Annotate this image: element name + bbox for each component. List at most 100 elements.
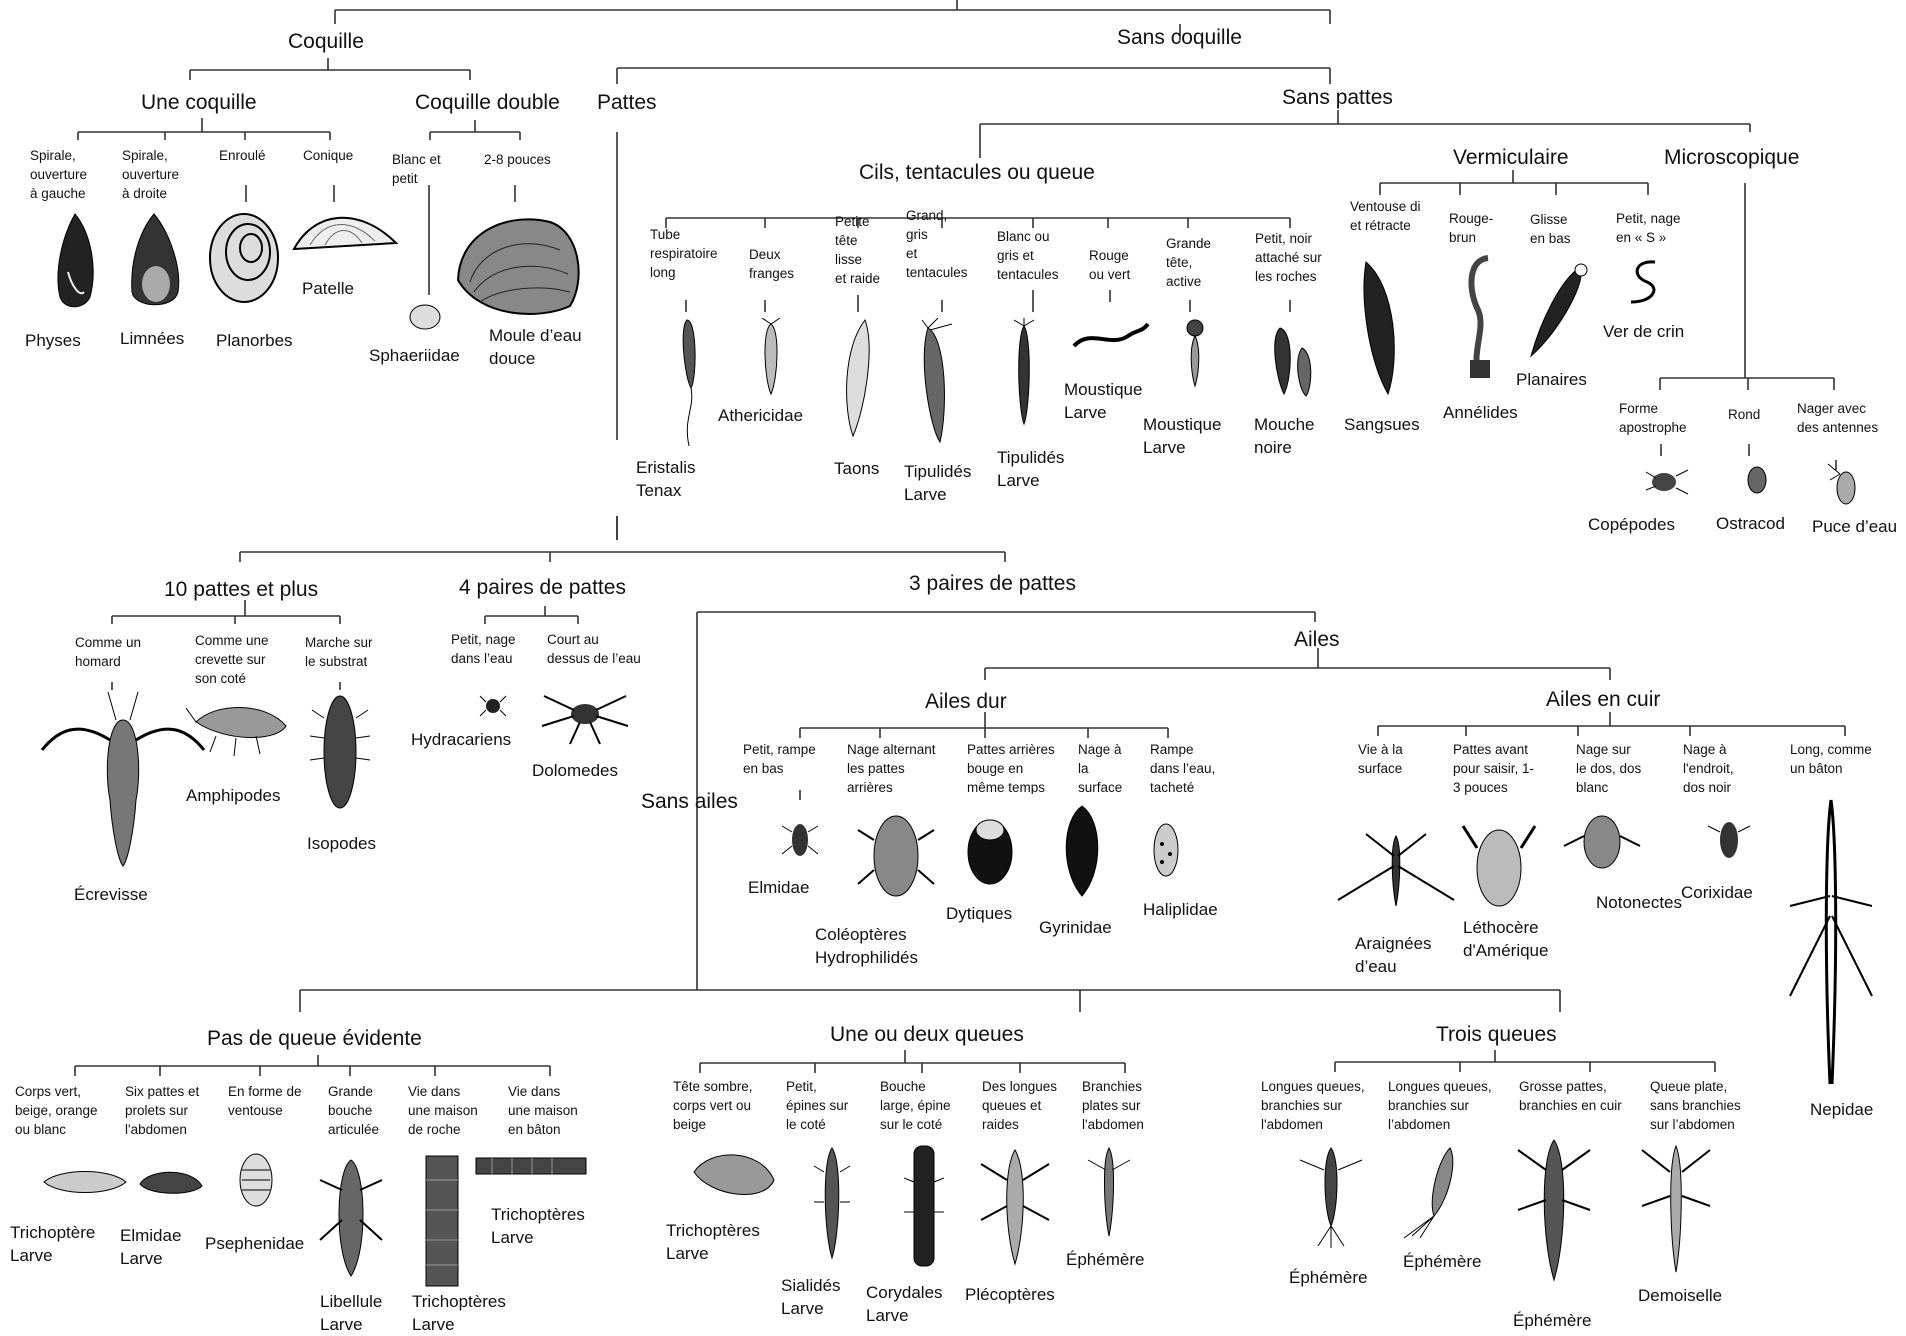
- desc-tube-respiratoire: Tube respiratoire long: [650, 225, 750, 282]
- desc-ventouse: Ventouse di et rétracte: [1350, 197, 1450, 235]
- desc-nage-alternant: Nage alternant les pattes arrières: [847, 740, 947, 794]
- name-athericidae: Athericidae: [718, 404, 803, 427]
- sphaeriidae-shell-illustration: [408, 302, 442, 332]
- corixidae-illustration: [1706, 812, 1752, 866]
- desc-longues-raides: Des longues queues et raides: [982, 1077, 1082, 1134]
- name-sialides: Sialidés Larve: [781, 1274, 841, 1320]
- name-araignees: Araignées d’eau: [1355, 932, 1432, 978]
- name-demoiselle: Demoiselle: [1638, 1284, 1722, 1307]
- name-trichopteres-roche: Trichoptères Larve: [412, 1290, 506, 1336]
- dytiques-illustration: [960, 808, 1020, 888]
- desc-pattes-avant: Pattes avant pour saisir, 1- 3 pouces: [1453, 740, 1553, 797]
- corydales-illustration: [904, 1142, 944, 1272]
- name-corixidae: Corixidae: [1681, 881, 1753, 904]
- desc-comme-crevette: Comme une crevette sur son coté: [195, 631, 295, 688]
- name-coleopteres: Coléoptères Hydrophilidés: [815, 923, 918, 969]
- name-moustique-larve-2: Moustique Larve: [1143, 413, 1221, 459]
- name-sphaeriidae: Sphaeriidae: [369, 344, 460, 367]
- trichoptere-larve-illustration: [40, 1162, 130, 1202]
- name-notonectes: Notonectes: [1596, 891, 1682, 914]
- name-libellule: Libellule Larve: [320, 1290, 382, 1336]
- desc-glisse: Glisse en bas: [1530, 210, 1630, 248]
- name-planaires: Planaires: [1516, 368, 1587, 391]
- desc-grand-gris: Grand, gris et tentacules: [906, 206, 1006, 282]
- name-trichoptere-larve: Trichoptère Larve: [10, 1221, 95, 1267]
- heading-ailes-dur: Ailes dur: [925, 690, 1007, 714]
- tipulides-2-illustration: [1010, 318, 1038, 428]
- desc-branchies-plates: Branchies plates sur l'abdomen: [1082, 1077, 1182, 1134]
- name-ver-crin: Ver de crin: [1603, 320, 1684, 343]
- patelle-shell-illustration: [290, 205, 400, 255]
- name-plecopteres: Plécoptères: [965, 1283, 1055, 1306]
- mouche-noire-illustration: [1268, 318, 1318, 398]
- isopodes-illustration: [310, 688, 370, 818]
- heading-sans-coquille: Sans coquille: [1117, 26, 1242, 50]
- ephemere-1-illustration: [1084, 1140, 1134, 1240]
- psephenidae-illustration: [236, 1150, 276, 1210]
- desc-nage-dos: Nage sur le dos, dos blanc: [1576, 740, 1676, 797]
- heading-sans-pattes: Sans pattes: [1282, 86, 1393, 110]
- trichopteres-roche-illustration: [412, 1150, 472, 1290]
- name-sangsues: Sangsues: [1344, 413, 1420, 436]
- name-hydracariens: Hydracariens: [411, 728, 511, 751]
- notonectes-illustration: [1562, 806, 1642, 876]
- name-gyrinidae: Gyrinidae: [1039, 916, 1112, 939]
- heading-microscopique: Microscopique: [1664, 146, 1799, 170]
- desc-spirale-droite: Spirale, ouverture à droite: [122, 146, 222, 203]
- name-ephemere-2: Éphémère: [1289, 1266, 1367, 1289]
- heading-quatre-paires: 4 paires de pattes: [459, 576, 626, 600]
- libellule-larve-illustration: [316, 1150, 386, 1280]
- heading-une-deux-queues: Une ou deux queues: [830, 1023, 1024, 1047]
- coleopteres-illustration: [856, 800, 936, 904]
- name-isopodes: Isopodes: [307, 832, 376, 855]
- desc-grande-tete: Grande tête, active: [1166, 234, 1266, 291]
- name-trichopteres-baton: Trichoptères Larve: [491, 1203, 585, 1249]
- planorbes-shell-illustration: [206, 208, 282, 308]
- name-tipulides-larve-2: Tipulidés Larve: [997, 446, 1064, 492]
- name-puce: Puce d’eau: [1812, 515, 1897, 538]
- haliplidae-illustration: [1148, 812, 1184, 882]
- elmidae-larve-illustration: [136, 1162, 206, 1202]
- desc-conique: Conique: [303, 146, 403, 165]
- ephemere-3-illustration: [1398, 1140, 1478, 1240]
- name-copepodes: Copépodes: [1588, 513, 1675, 536]
- sangsues-illustration: [1356, 258, 1406, 398]
- desc-corps-vert: Corps vert, beige, orange ou blanc: [15, 1082, 115, 1139]
- planaires-illustration: [1521, 260, 1591, 360]
- desc-blanc-gris: Blanc ou gris et tentacules: [997, 227, 1097, 284]
- hydracariens-illustration: [478, 690, 508, 720]
- desc-nage-endroit: Nage à l'endroit, dos noir: [1683, 740, 1783, 797]
- limnees-shell-illustration: [124, 212, 184, 312]
- name-taons: Taons: [834, 457, 879, 480]
- name-annelides: Annélides: [1443, 401, 1518, 424]
- desc-six-pattes: Six pattes et prolets sur l'abdomen: [125, 1082, 225, 1139]
- desc-longues-branchies-2: Longues queues, branchies sur l’abdomen: [1388, 1077, 1508, 1134]
- desc-petit-noir: Petit, noir attaché sur les roches: [1255, 229, 1355, 286]
- name-mouche-noire: Mouche noire: [1254, 413, 1314, 459]
- moustique-larve-1-illustration: [1070, 318, 1150, 358]
- dolomedes-illustration: [540, 686, 630, 746]
- name-dytiques: Dytiques: [946, 902, 1012, 925]
- desc-petit-nage-eau: Petit, nage dans l’eau: [451, 630, 551, 668]
- copepodes-illustration: [1640, 462, 1690, 502]
- desc-petit-epines: Petit, épines sur le coté: [786, 1077, 886, 1134]
- sialides-illustration: [812, 1142, 852, 1262]
- name-psephenidae: Psephenidae: [205, 1232, 304, 1255]
- plecopteres-illustration: [975, 1140, 1055, 1270]
- desc-maison-roche: Vie dans une maison de roche: [408, 1082, 508, 1139]
- desc-nager-antennes: Nager avec des antennes: [1797, 399, 1897, 437]
- ephemere-4-illustration: [1514, 1130, 1594, 1290]
- heading-une-coquille: Une coquille: [141, 91, 257, 115]
- desc-comme-homard: Comme un homard: [75, 633, 175, 671]
- name-ephemere-1: Éphémère: [1066, 1248, 1144, 1271]
- name-moustique-larve-1: Moustique Larve: [1064, 378, 1142, 424]
- ver-de-crin-illustration: [1625, 258, 1661, 308]
- amphipodes-illustration: [186, 692, 296, 762]
- heading-coquille: Coquille: [288, 30, 364, 54]
- trichopteres-baton-illustration: [472, 1148, 590, 1184]
- eristalis-illustration: [675, 318, 705, 448]
- ephemere-2-illustration: [1296, 1140, 1366, 1250]
- heading-pas-de-queue: Pas de queue évidente: [207, 1027, 422, 1051]
- heading-cils: Cils, tentacules ou queue: [859, 161, 1095, 185]
- desc-rampe-tachete: Rampe dans l’eau, tacheté: [1150, 740, 1250, 797]
